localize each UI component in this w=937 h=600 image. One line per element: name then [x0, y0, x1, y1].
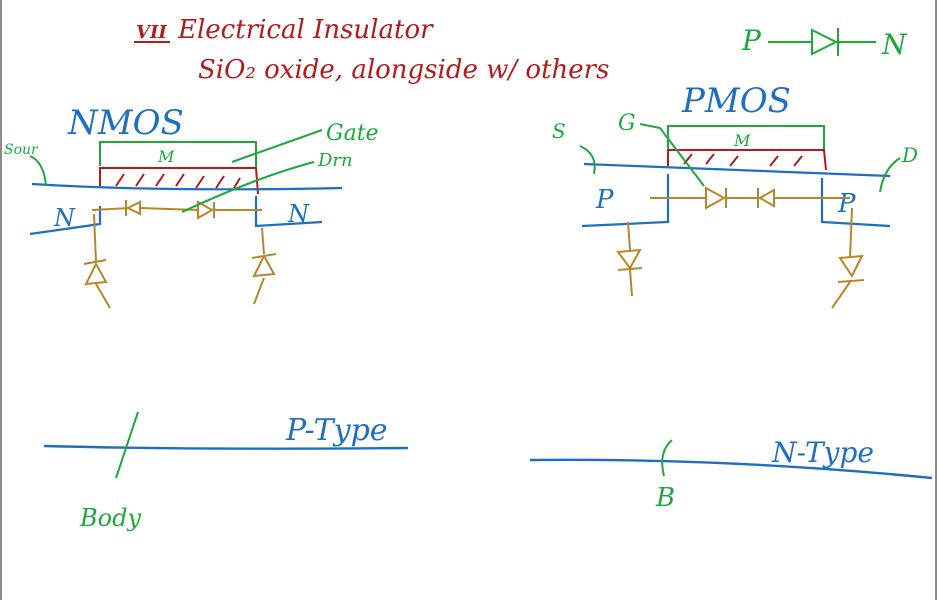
nmos-oxide-hatch — [115, 173, 241, 189]
nmos-right-body-diode — [251, 227, 277, 305]
pmos-source-pointer — [579, 145, 596, 175]
body-contact-mark — [115, 411, 139, 479]
header-title: Electrical Insulator — [177, 15, 434, 45]
right-border — [935, 0, 937, 600]
b-label: B — [655, 483, 675, 513]
pmos-right-body-diode — [831, 207, 865, 309]
pmos-diagram: PMOS M P P — [552, 81, 918, 309]
nmos-drain-pointer — [181, 161, 315, 213]
diode-legend: P N — [741, 24, 908, 61]
section-badge: VII — [136, 22, 167, 43]
nmos-diagram: NMOS M N N — [4, 103, 379, 309]
pmos-drain-label: D — [901, 143, 918, 167]
legend-p-label: P — [741, 24, 762, 57]
pmos-right-well-label: P — [837, 189, 856, 219]
nmos-source-label: Sour — [4, 142, 39, 158]
nmos-left-well-label: N — [53, 204, 76, 232]
pmos-right-well — [820, 178, 891, 228]
pmos-gate-pointer — [639, 123, 705, 187]
pmos-gate-label: G — [618, 111, 636, 136]
nmos-drain-label: Drn — [317, 150, 353, 171]
nmos-title: NMOS — [67, 103, 184, 143]
pmos-channel-diodes — [650, 186, 850, 210]
nmos-metal-label: M — [157, 147, 175, 166]
b-contact-mark — [661, 439, 673, 477]
legend-diode-icon — [811, 28, 839, 56]
pmos-oxide-hatch — [683, 153, 803, 167]
p-type-line — [43, 444, 409, 450]
nmos-surface-line — [31, 182, 343, 191]
pmos-left-well — [581, 174, 670, 228]
left-border — [0, 0, 2, 600]
nmos-source-pointer — [29, 155, 47, 187]
pmos-left-body-diode — [616, 221, 643, 297]
n-type-line — [529, 458, 933, 480]
pmos-oxide-layer — [667, 149, 827, 171]
nmos-left-body-diode — [83, 213, 111, 309]
nmos-right-well-label: N — [287, 200, 310, 228]
pmos-metal-label: M — [733, 131, 751, 150]
pmos-left-well-label: P — [595, 185, 614, 215]
legend-n-label: N — [881, 28, 908, 61]
n-type-label: N-Type — [771, 436, 874, 469]
pmos-source-label: S — [552, 119, 566, 143]
n-type-substrate: N-Type B — [529, 436, 933, 513]
p-type-substrate: P-Type Body — [43, 411, 409, 532]
nmos-metal-bracket — [99, 141, 257, 168]
nmos-gate-label: Gate — [326, 121, 379, 146]
nmos-gate-pointer — [231, 129, 323, 163]
header-subtitle: SiO₂ oxide, alongside w/ others — [198, 55, 609, 85]
header: VII Electrical Insulator SiO₂ oxide, alo… — [134, 15, 609, 85]
pmos-surface-line — [583, 162, 891, 178]
pmos-drain-pointer — [879, 157, 901, 193]
p-type-label: P-Type — [285, 413, 388, 448]
pmos-title: PMOS — [681, 81, 791, 121]
nmos-channel-diodes — [91, 200, 262, 220]
nmos-right-well — [254, 196, 323, 228]
body-label: Body — [79, 504, 141, 532]
nmos-left-well — [29, 206, 102, 236]
